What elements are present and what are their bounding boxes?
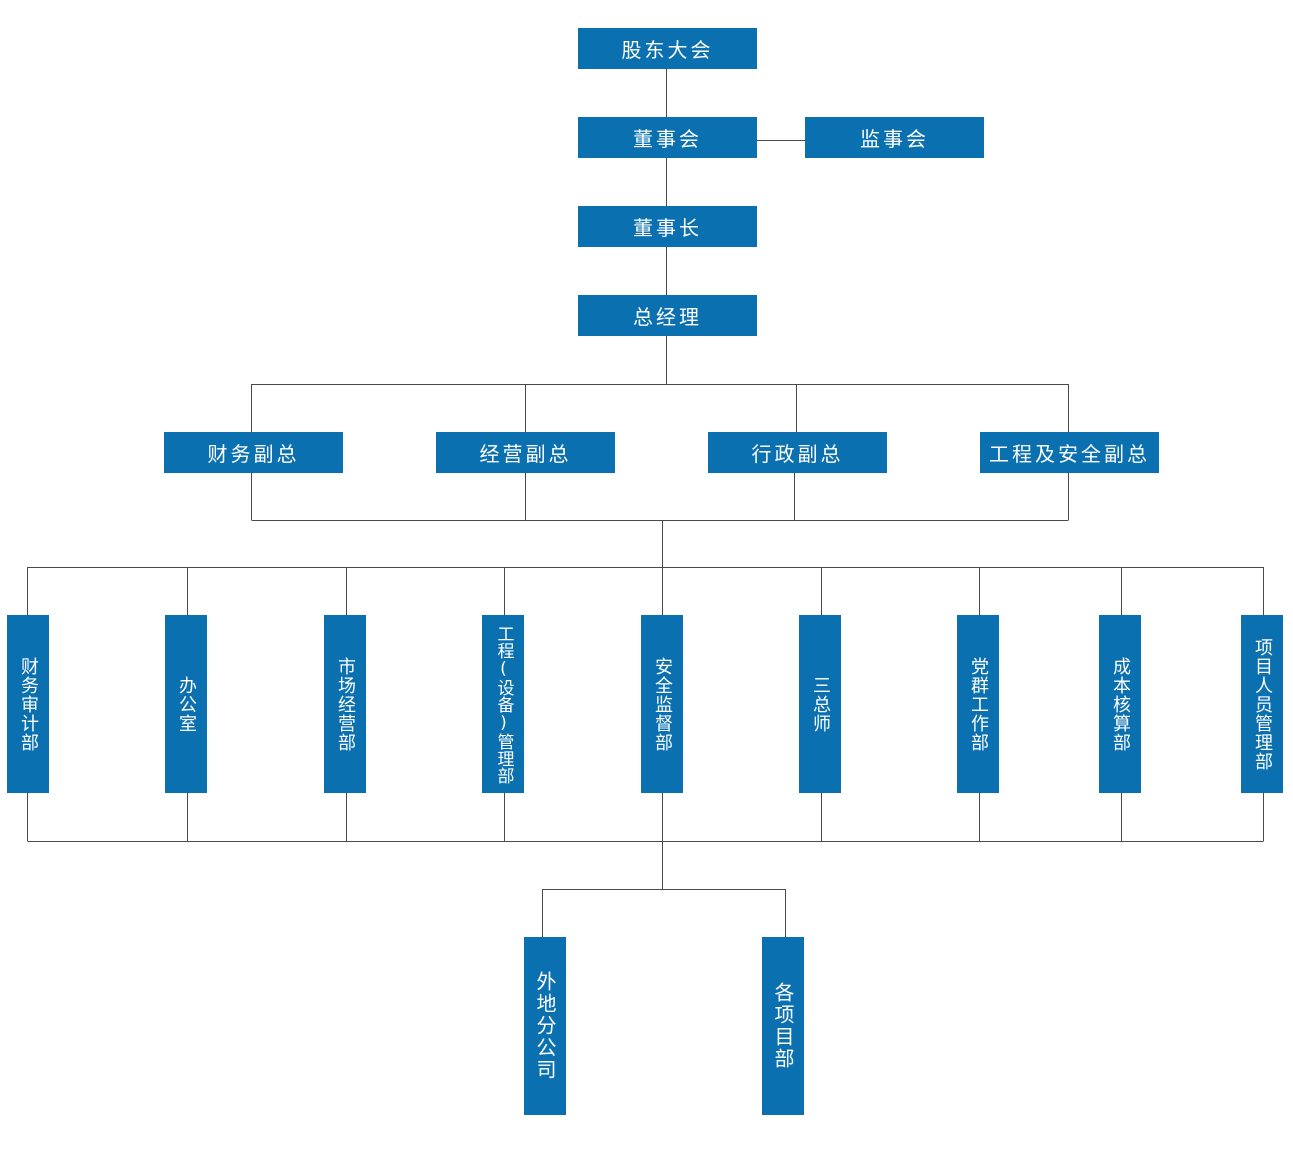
chairman-label: 董事长: [633, 216, 702, 240]
dept-chief-engineers-box: 三总师: [799, 615, 841, 793]
vp-admin-label: 行政副总: [751, 442, 844, 466]
dept-office-label: 办公室: [176, 675, 197, 733]
dept-chief-engineers-label: 三总师: [810, 675, 831, 733]
dept-engineering-equipment-label: 工程(设备)管理部: [493, 624, 514, 784]
dept-finance-audit-label: 财务审计部: [18, 656, 39, 752]
dept-party-affairs-label: 党群工作部: [968, 656, 989, 752]
vp-operations-box: 经营副总: [436, 432, 615, 473]
unit-project-depts-label: 各项目部: [771, 982, 795, 1070]
dept-party-affairs-box: 党群工作部: [957, 615, 999, 793]
chairman-box: 董事长: [578, 206, 757, 247]
dept-marketing-label: 市场经营部: [335, 656, 356, 752]
unit-branch-offices-label: 外地分公司: [533, 971, 557, 1081]
vp-engineering-safety-box: 工程及安全副总: [980, 432, 1159, 473]
general-manager-box: 总经理: [578, 295, 757, 336]
board-box: 董事会: [578, 117, 757, 158]
vp-operations-label: 经营副总: [479, 442, 572, 466]
dept-finance-audit-box: 财务审计部: [7, 615, 49, 793]
general-manager-label: 总经理: [633, 305, 702, 329]
supervisors-label: 监事会: [860, 127, 929, 151]
unit-branch-offices-box: 外地分公司: [524, 937, 566, 1115]
dept-project-personnel-box: 项目人员管理部: [1241, 615, 1283, 793]
dept-engineering-equipment-box: 工程(设备)管理部: [482, 615, 524, 793]
vp-finance-box: 财务副总: [164, 432, 343, 473]
dept-marketing-box: 市场经营部: [324, 615, 366, 793]
vp-engineering-safety-label: 工程及安全副总: [989, 442, 1150, 466]
dept-safety-supervision-label: 安全监督部: [652, 656, 673, 752]
shareholders-box: 股东大会: [578, 28, 757, 69]
dept-project-personnel-label: 项目人员管理部: [1252, 637, 1273, 771]
dept-cost-accounting-label: 成本核算部: [1110, 656, 1131, 752]
board-label: 董事会: [633, 127, 702, 151]
shareholders-label: 股东大会: [621, 38, 714, 62]
vp-admin-box: 行政副总: [708, 432, 887, 473]
unit-project-depts-box: 各项目部: [762, 937, 804, 1115]
dept-safety-supervision-box: 安全监督部: [641, 615, 683, 793]
vp-finance-label: 财务副总: [207, 442, 300, 466]
supervisors-box: 监事会: [805, 117, 984, 158]
dept-cost-accounting-box: 成本核算部: [1099, 615, 1141, 793]
dept-office-box: 办公室: [165, 615, 207, 793]
